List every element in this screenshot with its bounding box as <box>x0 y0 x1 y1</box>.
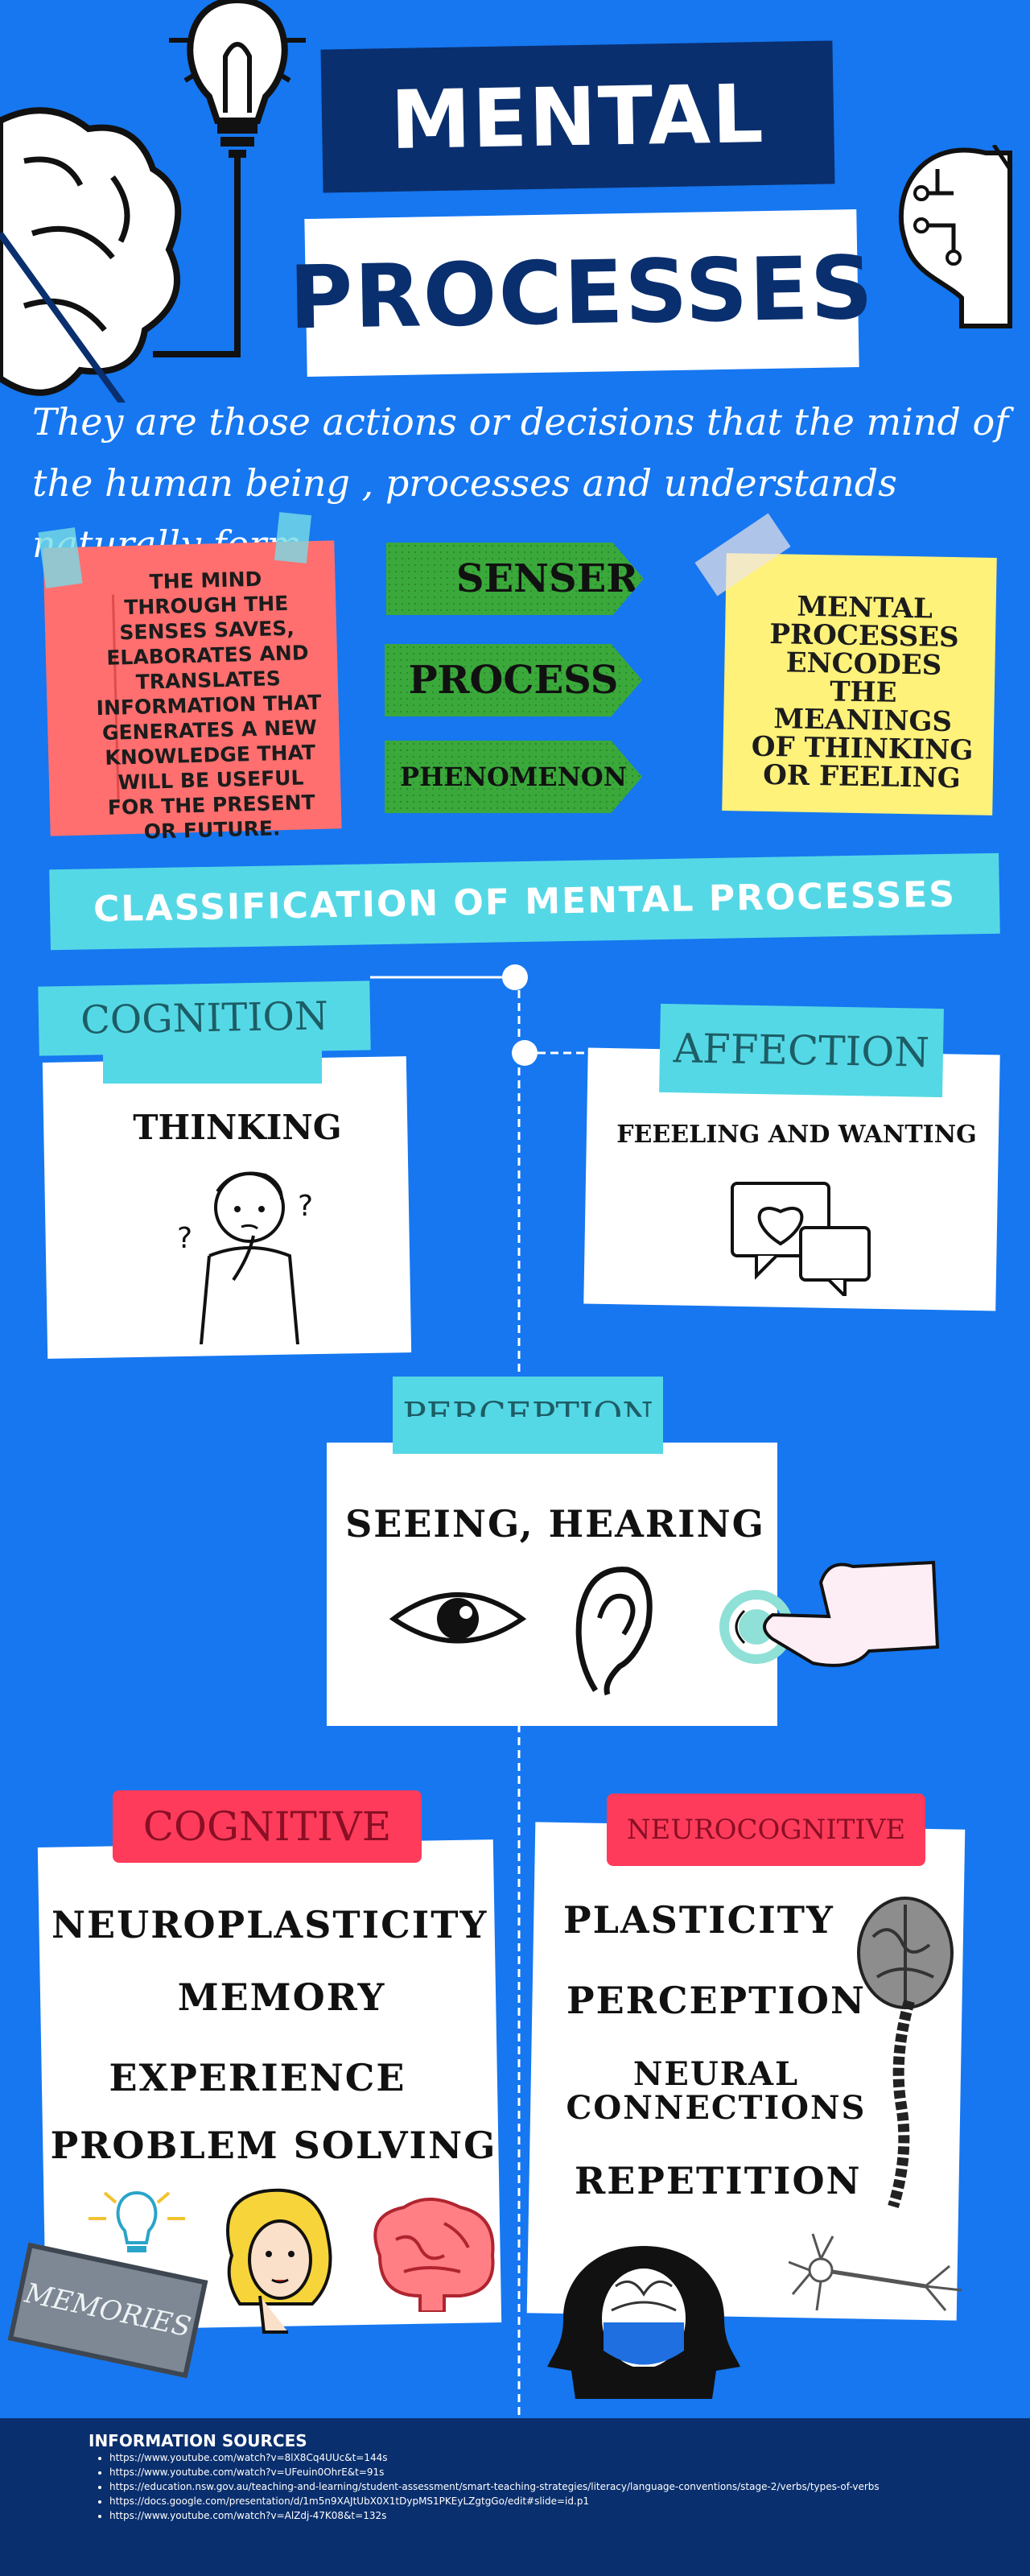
memories-sign-text: MEMORIES <box>22 2277 194 2344</box>
chat-heart-icon <box>731 1182 871 1296</box>
affection-label: AFFECTION <box>659 1003 944 1098</box>
classification-banner: CLASSIFICATION OF MENTAL PROCESSES <box>49 852 1000 951</box>
sources-list: https://www.youtube.com/watch?v=8lX8Cq4U… <box>95 2450 978 2523</box>
perception-card <box>327 1443 777 1726</box>
neurocognitive-item-1: PLASTICITY <box>563 1898 834 1942</box>
neuron-icon <box>789 2233 962 2311</box>
sources-heading: INFORMATION SOURCES <box>89 2431 307 2450</box>
cognitive-item-4: PROBLEM SOLVING <box>50 2124 497 2167</box>
brain-pink-icon <box>373 2198 495 2312</box>
note-left: THE MIND THROUGH THE SENSES SAVES, ELABO… <box>43 540 342 844</box>
circuit-head-icon <box>898 145 1012 328</box>
svg-text:?: ? <box>298 1190 313 1223</box>
cognition-text: THINKING <box>133 1108 342 1147</box>
neurocognitive-item-5: REPETITION <box>575 2159 862 2202</box>
woman-thinking-icon <box>226 2188 332 2334</box>
cognitive-item-2: MEMORY <box>177 1975 386 2019</box>
neurocognitive-item-4: CONNECTIONS <box>566 2089 867 2127</box>
title-line-2: PROCESSES <box>288 209 876 377</box>
source-link[interactable]: https://education.nsw.gov.au/teaching-an… <box>109 2479 978 2494</box>
thinking-boy-icon: ? ? <box>177 1171 313 1344</box>
brain-spine-icon <box>857 1897 954 2209</box>
note-right: MENTAL PROCESSES ENCODES THE MEANINGS OF… <box>722 553 997 815</box>
svg-text:?: ? <box>177 1222 192 1255</box>
cognitive-label: COGNITIVE <box>113 1790 422 1863</box>
eye-icon <box>389 1592 526 1644</box>
lightbulb-icon <box>153 0 306 357</box>
cognitive-item-3: EXPERIENCE <box>109 2056 406 2099</box>
perception-text: SEEING, HEARING <box>345 1502 765 1546</box>
neurocognitive-item-3: NEURAL <box>632 2055 800 2093</box>
source-link[interactable]: https://docs.google.com/presentation/d/1… <box>109 2494 978 2508</box>
tag-process: PROCESS <box>385 644 642 716</box>
title-line-1: MENTAL <box>320 40 835 193</box>
ear-icon <box>575 1567 653 1696</box>
neurocognitive-label: NEUROCOGNITIVE <box>607 1794 925 1866</box>
head-silhouette-icon <box>547 2246 740 2399</box>
tag-phenomenon: PHENOMENON <box>385 741 642 813</box>
lightbulb-small-icon <box>89 2190 185 2252</box>
affection-text: FEEELING AND WANTING <box>616 1121 977 1149</box>
sources-footer: INFORMATION SOURCES https://www.youtube.… <box>0 2418 1030 2576</box>
connector-lines <box>370 964 595 2415</box>
note-left-text: THE MIND THROUGH THE SENSES SAVES, ELABO… <box>96 567 322 844</box>
source-link[interactable]: https://www.youtube.com/watch?v=UFeuin0O… <box>109 2465 978 2479</box>
cognitive-item-1: NEUROPLASTICITY <box>52 1903 488 1946</box>
note-right-text: MENTAL PROCESSES ENCODES THE MEANINGS OF… <box>751 590 974 795</box>
source-link[interactable]: https://www.youtube.com/watch?v=AlZdj-47… <box>109 2508 978 2523</box>
brain-icon <box>0 107 182 402</box>
pointing-hand-icon <box>719 1560 940 1667</box>
neurocognitive-item-2: PERCEPTION <box>566 1979 867 2022</box>
tag-senser: SENSER <box>386 543 644 615</box>
source-link[interactable]: https://www.youtube.com/watch?v=8lX8Cq4U… <box>109 2450 978 2465</box>
